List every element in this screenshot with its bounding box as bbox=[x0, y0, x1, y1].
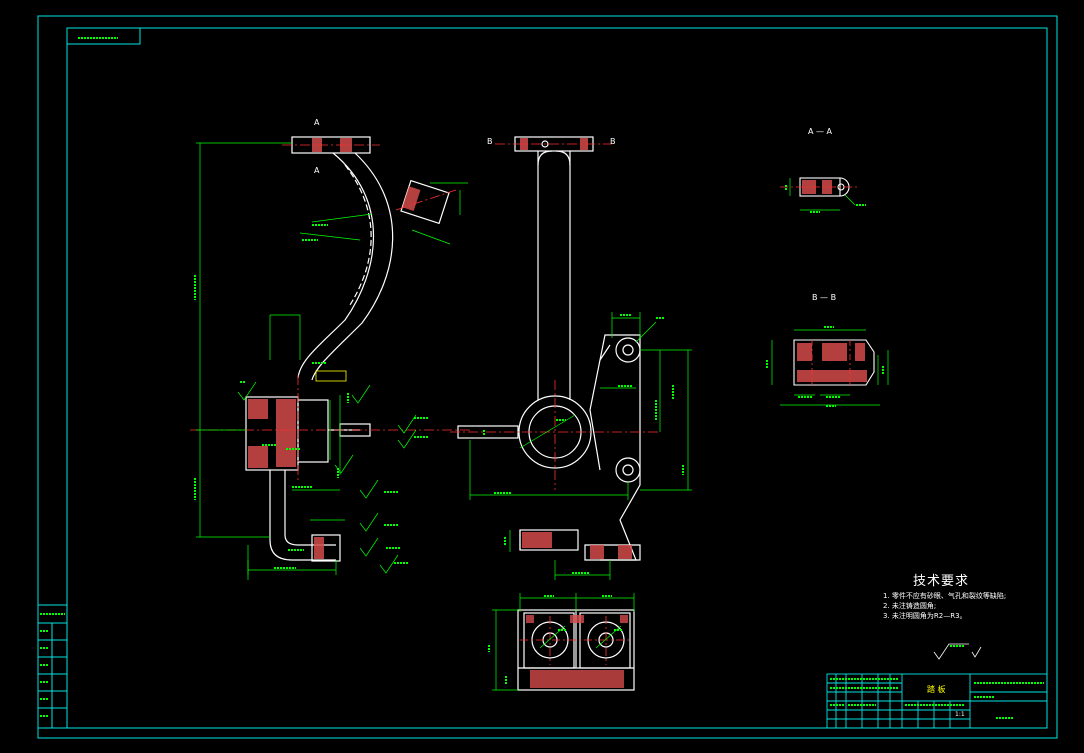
front-view-hatching bbox=[248, 138, 421, 559]
title-block-part-name: 踏 板 bbox=[927, 685, 946, 694]
title-block-scale: 1:1 bbox=[955, 711, 965, 718]
side-view-pedal bbox=[457, 136, 641, 561]
front-view-pedal-arm bbox=[245, 136, 450, 562]
side-view-hatching bbox=[520, 138, 632, 559]
outer-frame bbox=[37, 15, 1058, 739]
drawing-code-box bbox=[66, 27, 141, 45]
cut-plane-b-left: B bbox=[487, 137, 493, 146]
title-block bbox=[826, 673, 1048, 729]
inner-frame bbox=[66, 27, 1048, 729]
binding-strip bbox=[37, 604, 68, 729]
section-a-a-label: A — A bbox=[808, 127, 833, 136]
tolerance-frame bbox=[315, 370, 347, 382]
side-view-dimensions bbox=[469, 312, 692, 580]
cut-plane-a-top: A bbox=[314, 118, 320, 127]
tech-requirement-1: 1. 零件不应有砂眼、气孔和裂纹等缺陷; bbox=[883, 592, 1007, 600]
tech-requirement-2: 2. 未注铸造圆角; bbox=[883, 602, 937, 610]
cut-plane-b-right: B bbox=[610, 137, 616, 146]
section-b-b-label: B — B bbox=[812, 293, 837, 302]
tech-requirements-title: 技术要求 bbox=[913, 574, 970, 589]
section-b-b bbox=[793, 339, 875, 386]
tech-requirement-3: 3. 未注明圆角为R2—R3。 bbox=[883, 612, 967, 620]
front-view-dimensions bbox=[196, 142, 468, 580]
cut-plane-a-bottom: A bbox=[314, 166, 320, 175]
bottom-view-hatching bbox=[526, 615, 628, 688]
